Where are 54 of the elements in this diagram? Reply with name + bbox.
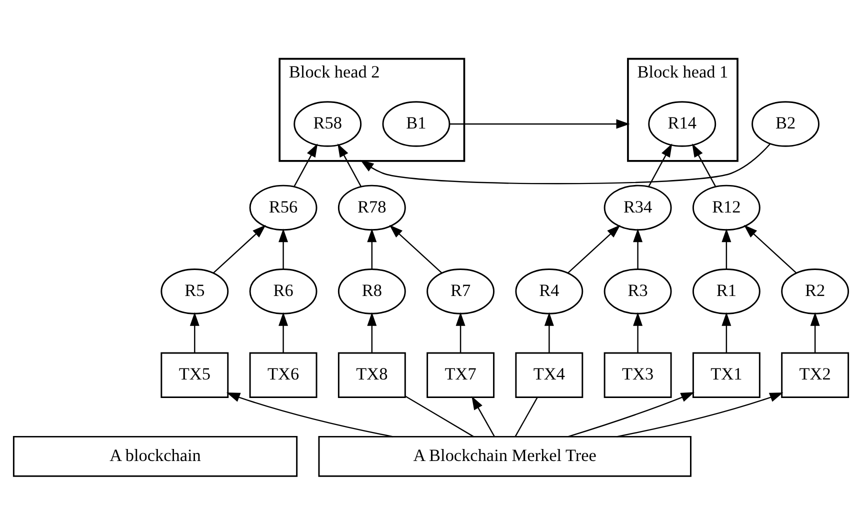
arrow bbox=[744, 224, 797, 274]
arrow bbox=[810, 312, 820, 353]
node-box: TX1 bbox=[692, 352, 760, 398]
node-ellipse: R5 bbox=[160, 268, 229, 314]
arrow bbox=[226, 392, 394, 438]
connector bbox=[404, 396, 474, 438]
arrow bbox=[360, 143, 771, 184]
node-ellipse: R34 bbox=[604, 184, 672, 231]
node-box: TX5 bbox=[160, 352, 229, 398]
arrow bbox=[367, 228, 377, 269]
arrow bbox=[568, 224, 620, 274]
arrow bbox=[648, 143, 672, 187]
arrow bbox=[692, 143, 716, 187]
arrow bbox=[722, 228, 732, 269]
arrow bbox=[213, 224, 266, 274]
arrow bbox=[278, 312, 288, 353]
arrow bbox=[389, 224, 442, 274]
node-ellipse: R3 bbox=[604, 268, 672, 314]
node-ellipse: R58 bbox=[294, 101, 362, 147]
node-box: A Blockchain Merkel Tree bbox=[318, 436, 692, 477]
arrow bbox=[568, 392, 694, 438]
arrow bbox=[616, 392, 784, 438]
node-box: A blockchain bbox=[12, 436, 298, 477]
node-box: TX6 bbox=[249, 352, 318, 398]
arrow bbox=[633, 312, 643, 353]
node-ellipse: R7 bbox=[426, 268, 495, 314]
node-ellipse: R2 bbox=[781, 268, 850, 314]
node-ellipse: R4 bbox=[515, 268, 584, 314]
arrow bbox=[278, 228, 288, 269]
node-box: TX8 bbox=[338, 352, 406, 398]
node-ellipse: R14 bbox=[648, 101, 716, 147]
node-box: TX4 bbox=[515, 352, 584, 398]
arrow bbox=[190, 312, 200, 353]
arrow bbox=[722, 312, 732, 353]
node-box: TX7 bbox=[426, 352, 495, 398]
node-ellipse: R6 bbox=[249, 268, 318, 314]
arrow bbox=[338, 143, 362, 187]
node-ellipse: R1 bbox=[692, 268, 760, 314]
arrow bbox=[544, 312, 554, 353]
node-ellipse: R78 bbox=[338, 184, 406, 231]
arrow bbox=[367, 312, 377, 353]
node-ellipse: R56 bbox=[249, 184, 318, 231]
arrow bbox=[456, 312, 466, 353]
node-ellipse: R8 bbox=[338, 268, 406, 314]
arrow bbox=[294, 143, 318, 187]
node-ellipse: B2 bbox=[752, 101, 820, 147]
arrow bbox=[449, 119, 630, 129]
node-ellipse: R12 bbox=[692, 184, 760, 231]
connector bbox=[514, 397, 538, 437]
node-box: TX2 bbox=[781, 352, 850, 398]
node-box: TX3 bbox=[604, 352, 672, 398]
arrow bbox=[633, 228, 643, 269]
arrow bbox=[472, 396, 495, 437]
node-ellipse: B1 bbox=[382, 101, 450, 147]
